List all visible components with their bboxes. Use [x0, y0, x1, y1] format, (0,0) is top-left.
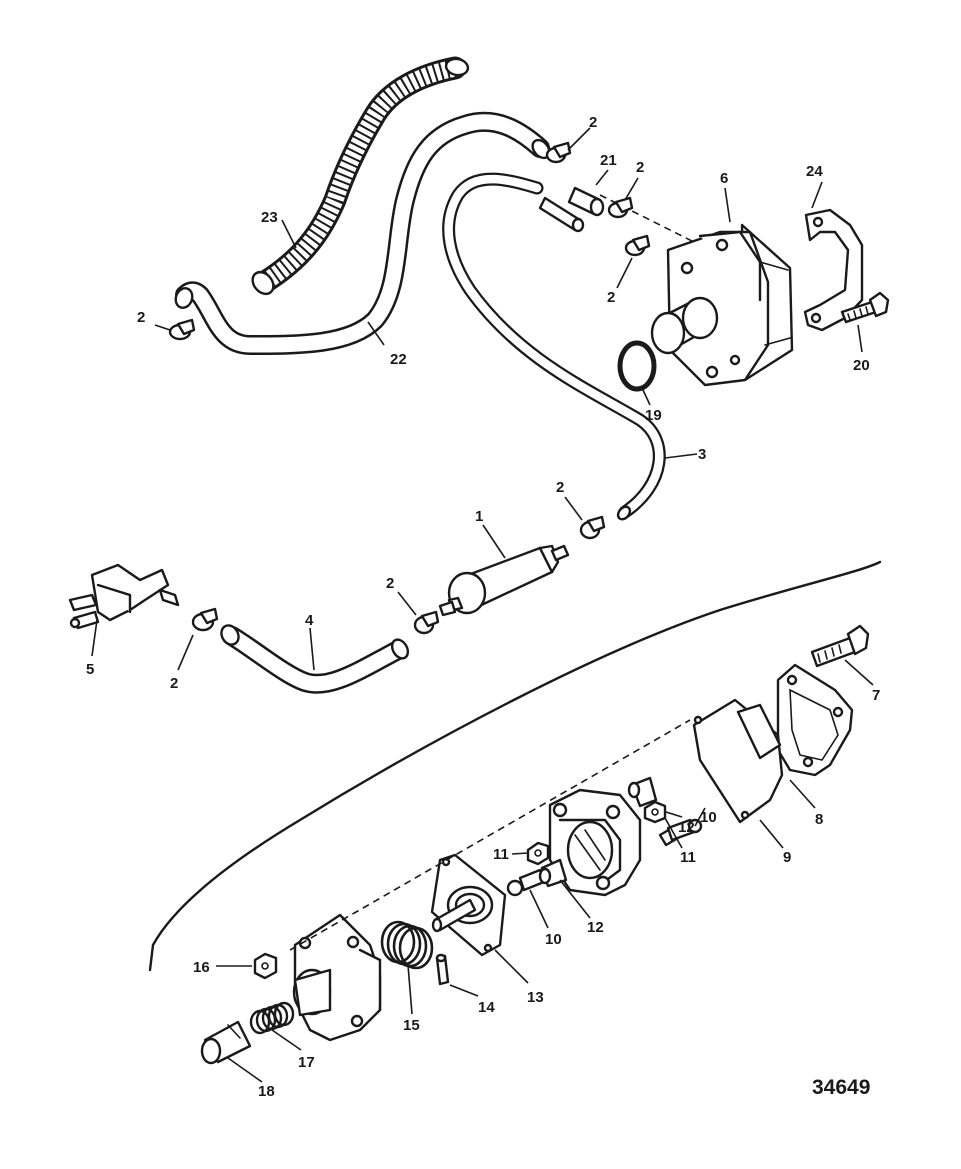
- label-20: 20: [853, 357, 870, 374]
- label-10: 10: [545, 931, 562, 948]
- label-9: 9: [783, 849, 791, 866]
- label-24: 24: [806, 163, 823, 180]
- part-11-nut-lower: [526, 841, 550, 866]
- part-6-fuel-pump: [650, 223, 794, 387]
- part-9-gasket: [692, 698, 784, 824]
- label-23: 23: [261, 209, 278, 226]
- clamp-icon-upper-3: [624, 234, 651, 257]
- label-2: 2: [556, 479, 564, 496]
- label-6: 6: [720, 170, 728, 187]
- part-labels: 2 21 2 2 6 24 20 19 2 22 23 3 2 1 2 4 2 …: [86, 114, 880, 1100]
- label-13: 13: [527, 989, 544, 1006]
- part-7-bolt: [810, 624, 870, 668]
- label-14: 14: [478, 999, 495, 1016]
- part-12-pin-upper: [627, 776, 658, 808]
- part-12-pin-lower: [538, 858, 568, 888]
- part-5-fuel-connector: [68, 563, 180, 630]
- figure-number: 34649: [812, 1076, 870, 1099]
- part-17-small-spring: [249, 1001, 295, 1035]
- label-2: 2: [589, 114, 597, 131]
- label-12: 12: [587, 919, 604, 936]
- label-11: 11: [680, 849, 696, 866]
- label-15: 15: [403, 1017, 420, 1034]
- label-11: 11: [493, 846, 509, 863]
- part-20-bolt: [840, 291, 890, 324]
- label-19: 19: [645, 407, 662, 424]
- part-1-fuel-filter: [438, 544, 570, 617]
- part-24-bracket: [803, 208, 864, 332]
- part-21-connector: [538, 186, 605, 233]
- label-4: 4: [305, 612, 314, 629]
- label-17: 17: [298, 1054, 315, 1071]
- label-22: 22: [390, 351, 407, 368]
- label-2: 2: [170, 675, 178, 692]
- part-3-thin-hose: [442, 172, 666, 521]
- label-7: 7: [872, 687, 880, 704]
- clamp-icon-mid-right: [579, 515, 606, 540]
- part-22-hose: [174, 111, 551, 355]
- part-15-spring: [380, 920, 434, 970]
- label-12: 12: [678, 819, 695, 836]
- part-16-nut: [253, 952, 278, 980]
- part-23-coiled-hose: [251, 56, 470, 296]
- part-11-nut-upper: [643, 800, 667, 824]
- part-4-hose: [220, 624, 410, 694]
- label-16: 16: [193, 959, 210, 976]
- label-18: 18: [258, 1083, 275, 1100]
- clamp-icon-upper-1: [545, 141, 572, 164]
- engine-block-outline: [148, 560, 882, 972]
- label-3: 3: [698, 446, 706, 463]
- clamp-icon-left: [168, 318, 196, 341]
- pump-body-housing: [548, 788, 642, 897]
- label-2: 2: [636, 159, 644, 176]
- label-21: 21: [600, 152, 617, 169]
- clamp-icon-mid: [413, 610, 440, 635]
- part-13-diaphragm: [430, 853, 507, 957]
- part-14-pin: [435, 953, 450, 986]
- leader-lines: [91, 127, 874, 1083]
- label-8: 8: [815, 811, 823, 828]
- part-10-screw-lower: [506, 868, 546, 897]
- label-10: 10: [700, 809, 717, 826]
- part-19-o-ring: [617, 340, 657, 392]
- clamp-icon-lower-left: [191, 607, 219, 632]
- label-2: 2: [386, 575, 394, 592]
- pump-front-cap: [292, 913, 382, 1042]
- label-1: 1: [475, 508, 483, 525]
- label-5: 5: [86, 661, 94, 678]
- part-8-cover: [776, 663, 854, 777]
- label-2: 2: [607, 289, 615, 306]
- label-2: 2: [137, 309, 145, 326]
- alignment-line-lower: [289, 719, 691, 951]
- part-18-plunger: [200, 1020, 252, 1065]
